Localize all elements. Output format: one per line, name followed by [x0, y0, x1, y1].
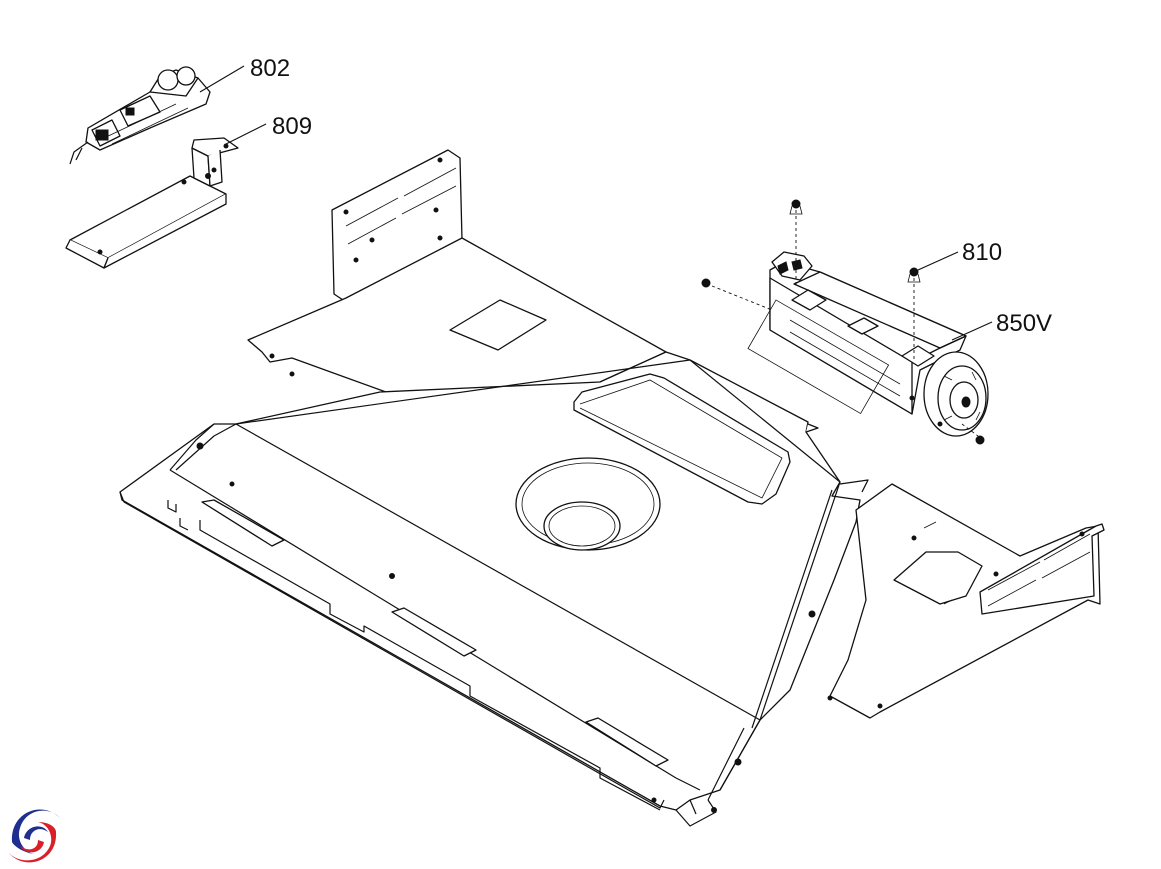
base-plate-assembly[interactable]	[119, 149, 1105, 827]
leader-810	[917, 251, 959, 271]
callout-802: 802	[250, 55, 290, 82]
right-platform	[829, 483, 1101, 719]
right-rear-flange	[979, 523, 1105, 615]
callout-850v: 850V	[996, 310, 1052, 337]
left-platform-cutout	[449, 299, 547, 351]
right-platform-cutout	[893, 551, 983, 605]
part-810-screws[interactable]	[701, 199, 985, 445]
part-802-control-module[interactable]	[69, 66, 211, 165]
front-slot-middle	[391, 607, 477, 657]
leader-802	[199, 65, 245, 93]
circular-recess-inner	[543, 501, 621, 551]
tray-body	[119, 351, 861, 811]
raised-pad	[573, 373, 791, 505]
front-slot-right	[585, 717, 669, 767]
callout-810: 810	[962, 239, 1002, 266]
leader-809	[225, 123, 267, 145]
part-809-bracket[interactable]	[65, 137, 239, 269]
brand-swirl-logo	[6, 809, 62, 866]
leader-850v	[951, 321, 993, 341]
part-850v-blower-motor[interactable]	[747, 251, 989, 437]
callout-809: 809	[272, 113, 312, 140]
front-slot-left	[201, 499, 285, 547]
